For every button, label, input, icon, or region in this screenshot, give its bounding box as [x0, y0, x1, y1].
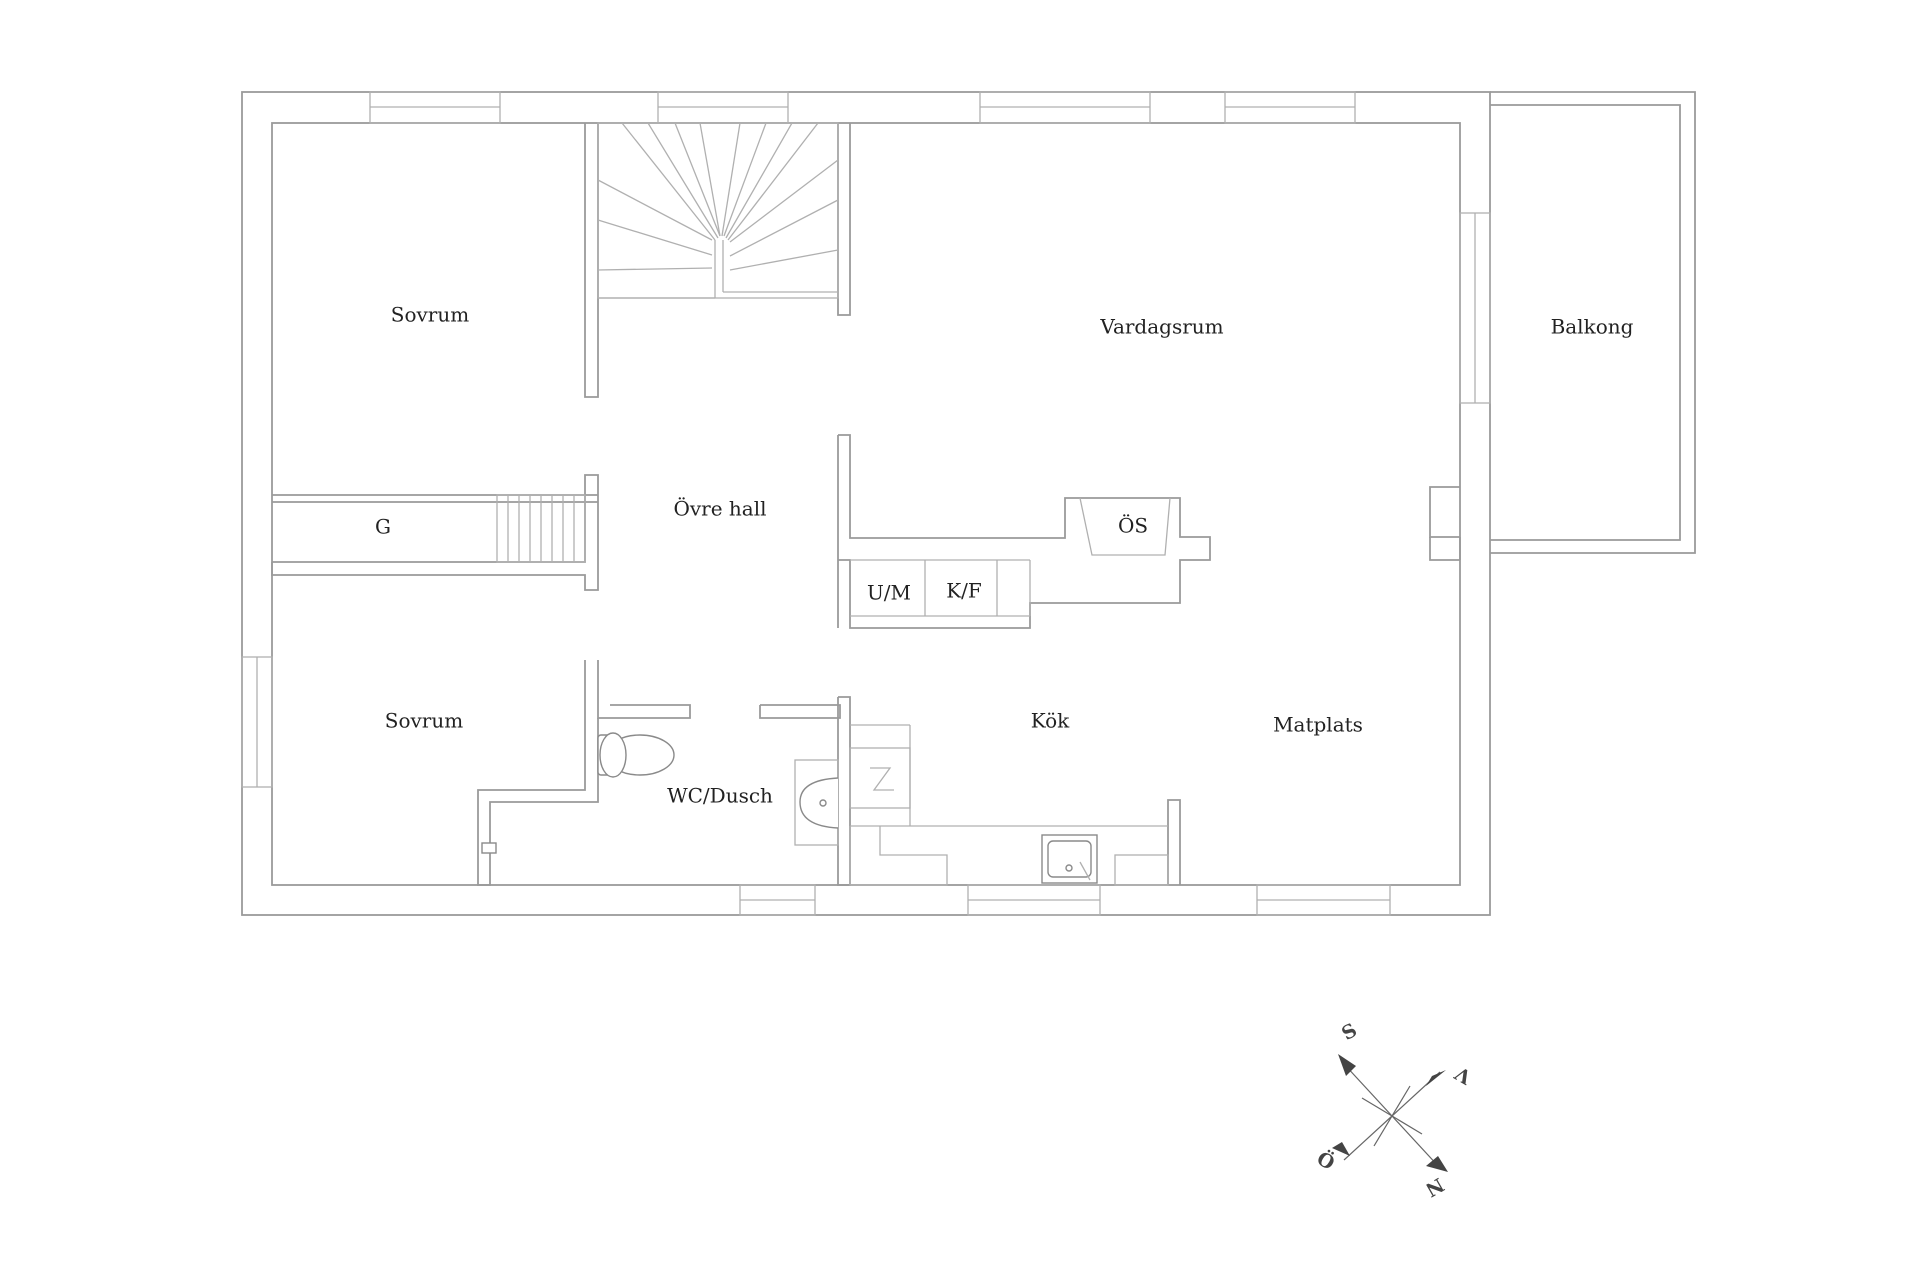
label-kf: K/F [946, 579, 982, 603]
compass-label-north: N [1421, 1173, 1447, 1201]
label-ovre-hall: Övre hall [673, 496, 766, 521]
lower-stair [496, 494, 586, 563]
compass-label-south: S [1338, 1019, 1361, 1045]
label-os: ÖS [1118, 513, 1148, 538]
compass-label-west: V [1451, 1061, 1477, 1089]
label-sovrum-lower: Sovrum [385, 709, 463, 733]
compass-arrow-east [1332, 1142, 1350, 1156]
compass-label-east: Ö [1313, 1147, 1339, 1175]
fridge [849, 724, 911, 826]
balcony [1490, 91, 1696, 554]
label-balkong: Balkong [1551, 315, 1634, 339]
windows [241, 91, 1491, 916]
toilet [597, 732, 675, 778]
kitchen-sink [1041, 834, 1098, 884]
interior-walls [271, 123, 1461, 886]
floor-drain [481, 842, 497, 854]
label-kok: Kök [1031, 709, 1070, 733]
wc-sink [794, 759, 839, 846]
compass-arrow-north [1426, 1156, 1448, 1172]
label-vardagsrum: Vardagsrum [1099, 315, 1223, 339]
staircase [597, 122, 839, 299]
outer-walls [241, 91, 1491, 916]
counter [849, 826, 948, 886]
compass-rose: S V Ö N [1313, 1019, 1476, 1201]
compass-arrow-west [1426, 1070, 1446, 1086]
label-sovrum-upper: Sovrum [391, 303, 469, 327]
label-um: U/M [867, 581, 911, 605]
stove [1114, 854, 1169, 886]
label-wc-dusch: WC/Dusch [667, 784, 773, 808]
label-matplats: Matplats [1273, 713, 1363, 737]
compass-arrow-south [1338, 1054, 1356, 1076]
label-garderob: G [375, 515, 391, 539]
